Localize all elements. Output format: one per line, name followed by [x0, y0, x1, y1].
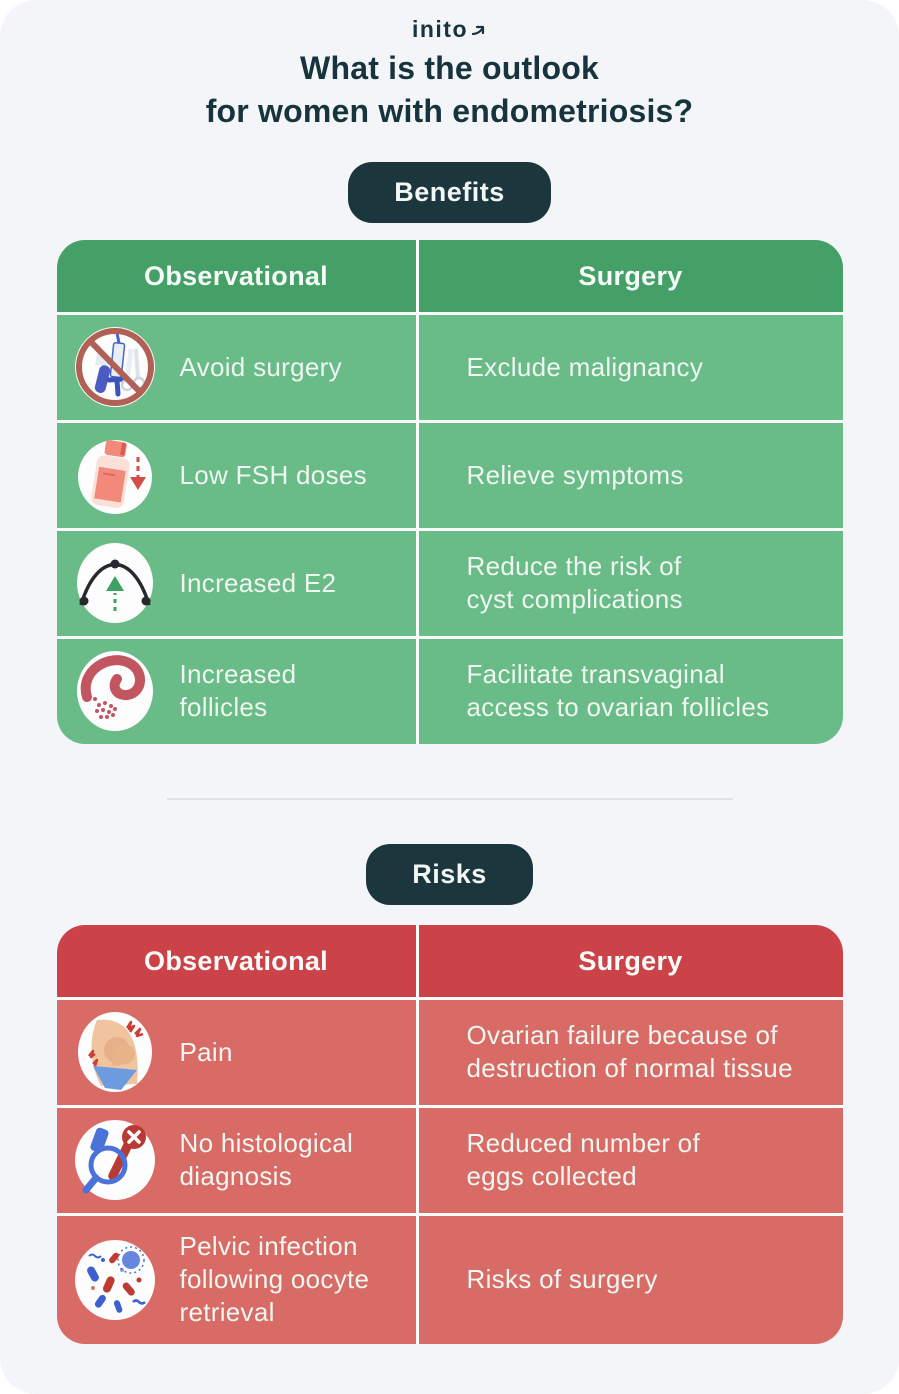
benefit-observational-label: Increased E2: [179, 567, 337, 598]
risk-observational-label: No histological diagnosis: [179, 1128, 354, 1192]
no-surgery-icon: [74, 327, 155, 408]
benefit-observational-label: Low FSH doses: [179, 459, 367, 490]
risk-observational-label: Pain: [179, 1036, 233, 1067]
table-row: Relieve symptoms: [418, 422, 843, 528]
bottom-spacer: [0, 1344, 899, 1394]
table-row: Avoid surgery: [56, 314, 416, 420]
table-row: Reduce the risk of cyst complications: [418, 530, 843, 636]
section-divider: [166, 797, 733, 800]
benefit-surgery-label: Exclude malignancy: [466, 351, 704, 382]
benefit-surgery-label: Facilitate transvaginal access to ovaria…: [466, 659, 770, 723]
risks-table: Observational Surgery Pain Ovarian failu…: [56, 924, 843, 1344]
table-row: Increased E2: [56, 530, 416, 636]
benefits-col-surgery: Surgery: [418, 239, 843, 312]
benefits-badge: Benefits: [348, 161, 551, 223]
risks-badge: Risks: [366, 843, 533, 905]
risk-surgery-label: Ovarian failure because of destruction o…: [466, 1020, 793, 1084]
table-row: Facilitate transvaginal access to ovaria…: [418, 638, 843, 744]
bacteria-icon: [74, 1239, 155, 1320]
logo-text: inito: [411, 16, 469, 42]
risks-col-observational: Observational: [56, 924, 416, 997]
benefit-observational-label: Increased follicles: [179, 659, 297, 723]
medicine-bottle-icon: [77, 440, 152, 515]
table-row: Low FSH doses: [56, 422, 416, 528]
no-histology-icon: [74, 1120, 155, 1201]
page-title: What is the outlook for women with endom…: [205, 50, 694, 129]
benefit-observational-label: Avoid surgery: [179, 351, 342, 382]
benefits-table: Observational Surgery Avoid surgery: [56, 239, 843, 744]
risk-observational-label: Pelvic infection following oocyte retrie…: [179, 1231, 370, 1328]
risks-col-surgery: Surgery: [418, 924, 843, 997]
table-row: Pain: [56, 999, 416, 1105]
table-row: Pelvic infection following oocyte retrie…: [56, 1215, 416, 1344]
benefits-col-observational: Observational: [56, 239, 416, 312]
table-row: Increased follicles: [56, 638, 416, 744]
table-row: No histological diagnosis: [56, 1107, 416, 1213]
inito-logo: inito: [0, 16, 899, 43]
table-row: Risks of surgery: [418, 1215, 843, 1344]
pain-icon: [77, 1012, 152, 1093]
risk-surgery-label: Reduced number of eggs collected: [466, 1128, 700, 1192]
benefit-surgery-label: Relieve symptoms: [466, 459, 684, 490]
table-row: Ovarian failure because of destruction o…: [418, 999, 843, 1105]
ovary-follicles-icon: [76, 651, 153, 732]
table-row: Reduced number of eggs collected: [418, 1107, 843, 1213]
e2-curve-icon: [76, 543, 153, 624]
logo-arrow-icon: [471, 25, 485, 35]
benefit-surgery-label: Reduce the risk of cyst complications: [466, 551, 683, 615]
table-row: Exclude malignancy: [418, 314, 843, 420]
risk-surgery-label: Risks of surgery: [466, 1264, 658, 1295]
